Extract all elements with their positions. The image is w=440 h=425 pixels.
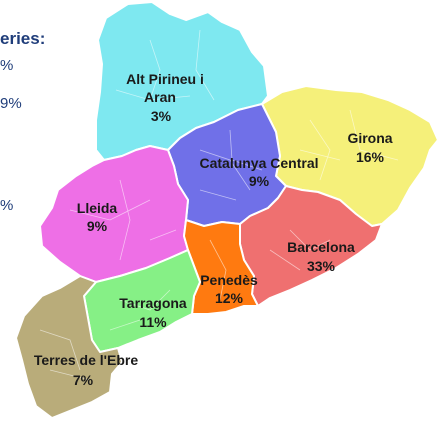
label-lleida-share: 9% [87, 218, 108, 234]
label-alt-pirineu-name-1: Alt Pirineu i [126, 71, 204, 87]
label-tarragona-share: 11% [139, 314, 167, 330]
label-barcelona-name: Barcelona [287, 239, 355, 255]
label-girona-share: 16% [356, 149, 385, 165]
label-penedes-name: Penedès [200, 272, 258, 288]
label-alt-pirineu-name-2: Aran [144, 89, 176, 105]
label-catalunya-central-share: 9% [249, 173, 270, 189]
label-girona-name: Girona [347, 130, 392, 146]
cut-off-text-1: % [0, 57, 14, 74]
cut-off-heading: eries: [0, 29, 46, 48]
label-alt-pirineu-share: 3% [151, 108, 172, 124]
label-terres-ebre-share: 7% [73, 372, 94, 388]
label-terres-ebre-name: Terres de l'Ebre [34, 352, 138, 368]
label-penedes-share: 12% [215, 290, 244, 306]
label-catalunya-central-name: Catalunya Central [199, 155, 318, 171]
label-barcelona-share: 33% [307, 258, 336, 274]
cut-off-text-3: % [0, 197, 14, 214]
region-terres-ebre [15, 275, 123, 419]
label-lleida-name: Lleida [77, 200, 118, 216]
label-tarragona-name: Tarragona [119, 295, 187, 311]
cut-off-text-2: 9% [0, 95, 22, 112]
